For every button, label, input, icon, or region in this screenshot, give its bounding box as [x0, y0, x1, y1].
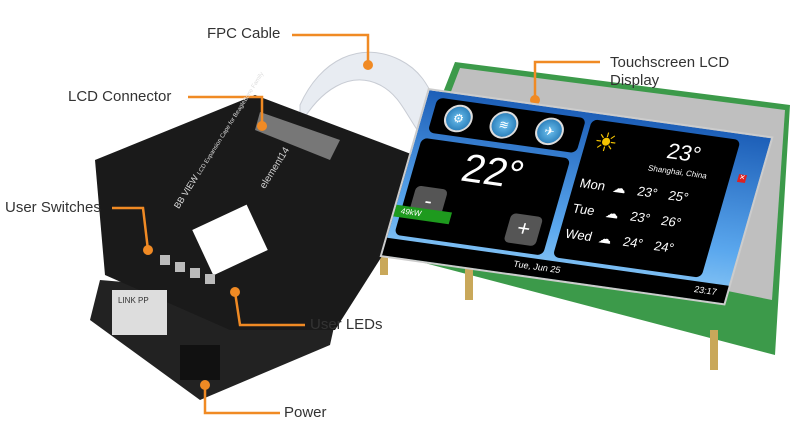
- date-text: Tue, Jun 25: [512, 258, 562, 276]
- close-icon[interactable]: ✕: [736, 174, 748, 184]
- forecast-low: 23°: [635, 183, 660, 201]
- label-touchscreen-line2: Display: [610, 72, 660, 89]
- ethernet-jack: [112, 290, 167, 335]
- temperature-value: 22°: [456, 146, 529, 198]
- increase-button[interactable]: +: [503, 212, 544, 247]
- settings-icon[interactable]: ⚙: [440, 102, 477, 135]
- forecast-low: 24°: [621, 233, 645, 252]
- forecast-high: 24°: [652, 238, 676, 256]
- location: Shanghai, China: [646, 163, 709, 181]
- weather-panel: ☀ 23° Shanghai, China Mon ☁ 23° 25° Tue …: [552, 119, 741, 278]
- forecast-high: 26°: [659, 213, 684, 231]
- label-fpc-cable: FPC Cable: [207, 25, 281, 42]
- app-icon[interactable]: ≋: [486, 109, 522, 141]
- forecast-day: Mon: [578, 175, 608, 194]
- jack-label: LINK PP: [118, 296, 149, 305]
- label-user-switches: User Switches: [5, 199, 101, 216]
- standoff: [465, 260, 473, 300]
- forecast-day: Tue: [570, 200, 597, 219]
- lcd-connector: [255, 112, 340, 160]
- leader-lines: [112, 33, 600, 415]
- thermostat-panel: 22° - +: [394, 137, 571, 256]
- label-user-leds: User LEDs: [310, 316, 383, 333]
- power-jack: [180, 345, 220, 380]
- time-text: 23:17: [692, 284, 719, 298]
- sun-icon: ☀: [590, 126, 622, 159]
- cloud-icon: ☁: [604, 205, 622, 222]
- standoff: [710, 330, 718, 370]
- forecast-low: 23°: [628, 208, 653, 226]
- cloud-icon: ☁: [596, 230, 614, 247]
- forecast-high: 25°: [666, 187, 691, 206]
- current-temp: 23°: [664, 138, 705, 168]
- user-switches: [160, 255, 215, 284]
- forecast-list: Mon ☁ 23° 25° Tue ☁ 23° 26° Wed ☁ 24° 24…: [562, 170, 692, 261]
- airplane-icon[interactable]: ✈: [531, 115, 568, 147]
- leader-dots: [143, 60, 540, 390]
- label-lcd-connector: LCD Connector: [68, 88, 172, 105]
- label-touchscreen: Touchscreen LCD Display: [610, 54, 729, 90]
- forecast-day: Wed: [563, 225, 594, 245]
- label-touchscreen-line1: Touchscreen LCD: [610, 54, 730, 71]
- label-power: Power: [284, 404, 327, 421]
- qr-code: [192, 204, 268, 276]
- cloud-icon: ☁: [611, 179, 629, 197]
